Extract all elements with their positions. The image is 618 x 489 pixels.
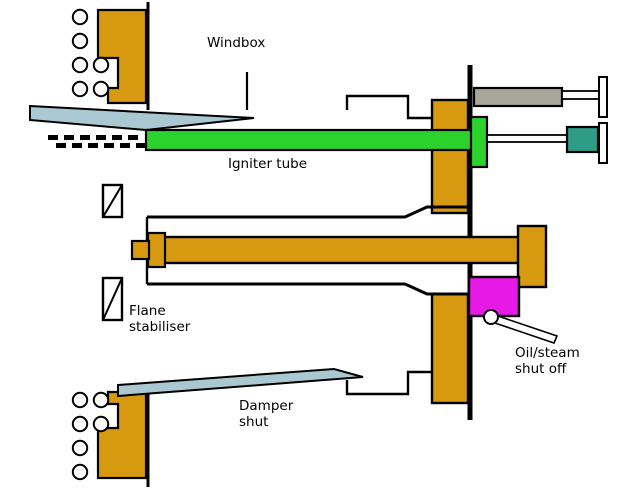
label-damper-line1: Damper bbox=[239, 398, 294, 414]
label-oil-steam-line1: Oil/steam bbox=[515, 345, 580, 361]
bolt-hole bbox=[71, 8, 89, 26]
mount-bracket-upper bbox=[598, 76, 608, 118]
hatch-mark bbox=[48, 135, 58, 140]
igniter-tube-coupling bbox=[469, 115, 489, 169]
damper-blade-top bbox=[29, 104, 255, 132]
bolt-hole bbox=[92, 80, 110, 98]
oil-gun-fitting-outer bbox=[146, 231, 167, 269]
hatch-mark bbox=[104, 143, 114, 148]
oil-gun-barrel bbox=[161, 235, 522, 265]
gun-tube-top bbox=[147, 205, 468, 219]
bracket-upper bbox=[345, 94, 432, 120]
flame-stabiliser-bottom bbox=[101, 276, 124, 322]
actuator-rod bbox=[561, 90, 601, 100]
hatch-mark bbox=[80, 135, 90, 140]
bolt-hole bbox=[71, 415, 89, 433]
hatch-mark bbox=[56, 143, 66, 148]
oil-gun-fitting-inner bbox=[130, 239, 151, 261]
bolt-hole bbox=[92, 391, 110, 409]
hatch-mark bbox=[112, 135, 122, 140]
valve-handle bbox=[487, 313, 559, 344]
stabiliser-diagonal bbox=[102, 277, 123, 321]
igniter-rod bbox=[486, 134, 568, 143]
mount-bracket-lower bbox=[598, 122, 608, 164]
hatch-mark bbox=[136, 143, 146, 148]
hatch-mark bbox=[128, 135, 138, 140]
label-igniter-tube: Igniter tube bbox=[228, 156, 307, 172]
bolt-hole bbox=[71, 32, 89, 50]
valve-pivot bbox=[483, 309, 499, 325]
bolt-hole bbox=[71, 391, 89, 409]
packing-hatch bbox=[48, 135, 146, 148]
burner-housing-bottom bbox=[430, 292, 470, 405]
hatch-mark bbox=[88, 143, 98, 148]
bracket-lower bbox=[345, 370, 432, 396]
bolt-hole bbox=[71, 56, 89, 74]
burner-housing-top bbox=[430, 98, 470, 215]
igniter-tube-bar bbox=[144, 128, 486, 152]
stabiliser-diagonal bbox=[102, 184, 123, 218]
label-oil-steam-line2: shut off bbox=[515, 361, 567, 377]
igniter-valve-block bbox=[565, 125, 600, 154]
hatch-mark bbox=[120, 143, 130, 148]
label-flame-stabiliser-line2: stabiliser bbox=[129, 319, 191, 335]
bolt-hole bbox=[92, 415, 110, 433]
hatch-mark bbox=[72, 143, 82, 148]
bolt-hole bbox=[71, 439, 89, 457]
damper-blade-bottom bbox=[117, 367, 364, 398]
bolt-hole bbox=[71, 463, 89, 481]
label-flame-stabiliser-line1: Flane bbox=[129, 303, 166, 319]
actuator-cylinder bbox=[472, 86, 564, 108]
flame-stabiliser-top bbox=[101, 183, 124, 219]
bolt-hole bbox=[71, 80, 89, 98]
oil-gun-coupler bbox=[516, 224, 548, 289]
bolt-hole bbox=[92, 56, 110, 74]
hatch-mark bbox=[64, 135, 74, 140]
label-damper-line2: shut bbox=[239, 414, 268, 430]
gun-tube-bottom bbox=[147, 282, 468, 296]
hatch-mark bbox=[96, 135, 106, 140]
label-windbox: Windbox bbox=[207, 35, 265, 51]
